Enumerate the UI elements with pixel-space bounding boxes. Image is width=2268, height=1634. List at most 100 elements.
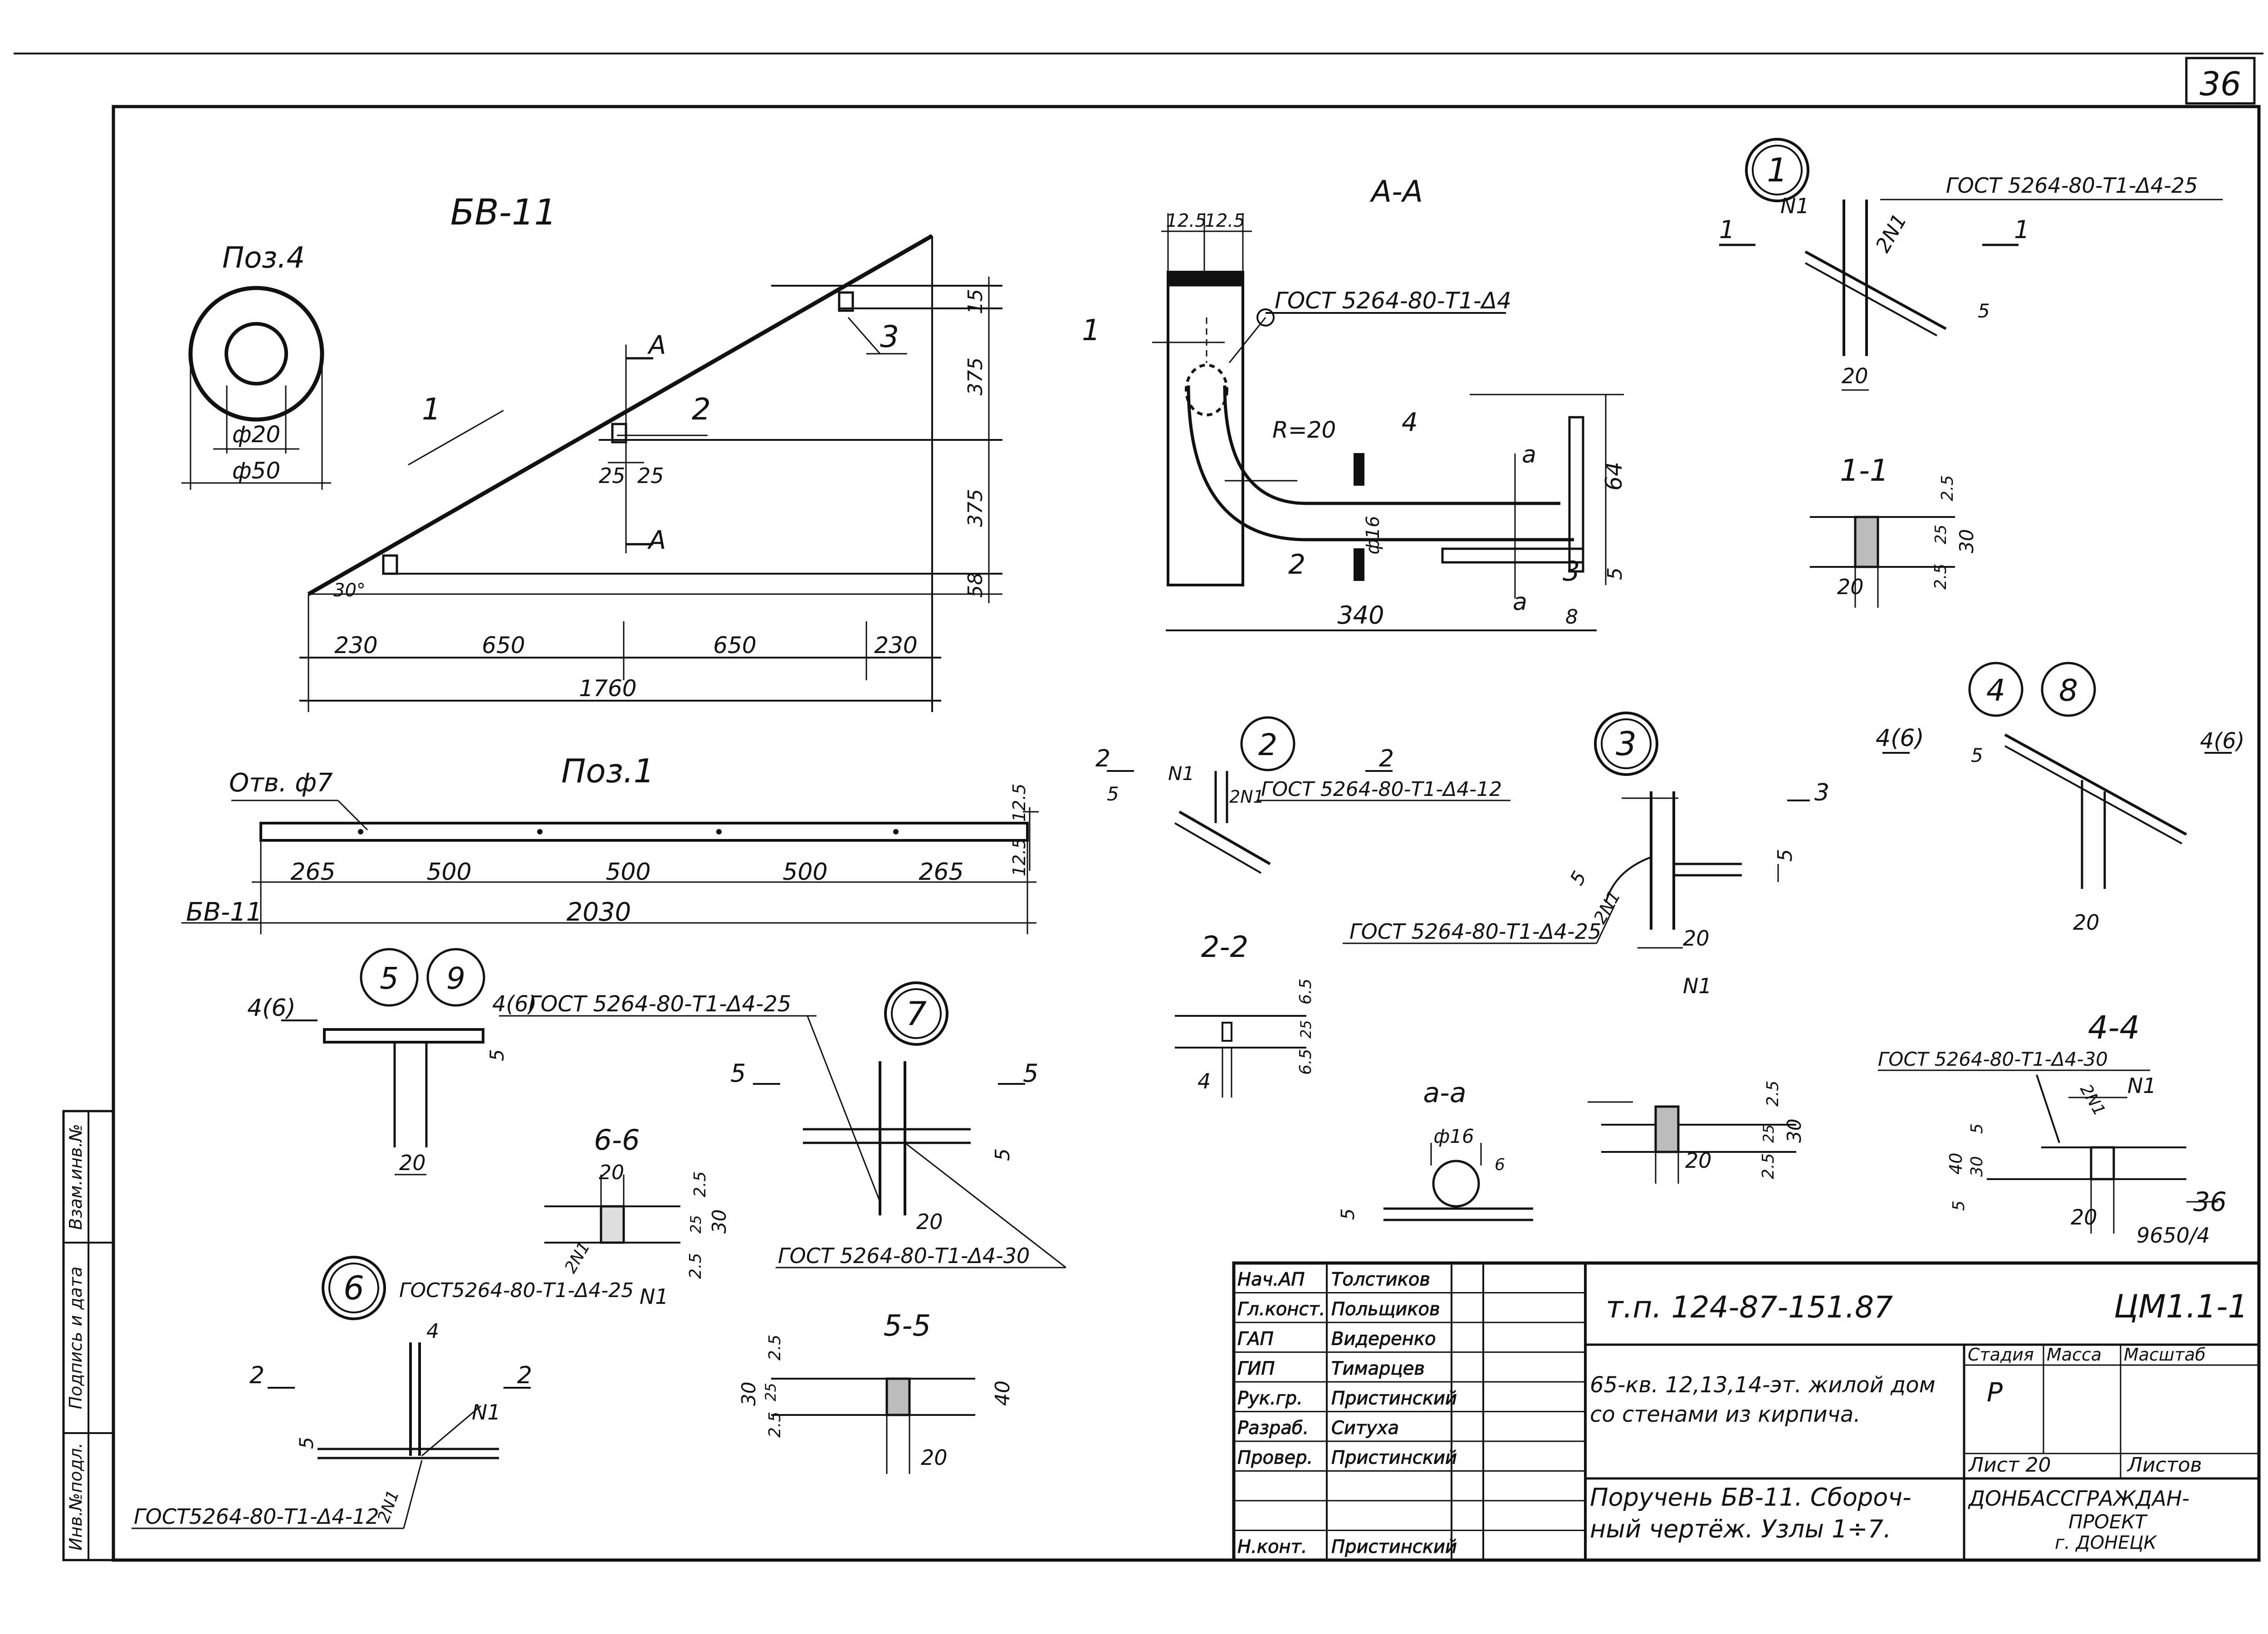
- section-a-a-small: а-а ф16 6 5: [1338, 1077, 1533, 1221]
- sec-66-part: N1: [640, 1284, 669, 1309]
- vert-dim-375-top: 375: [964, 357, 987, 395]
- ring-title: Поз.4: [222, 241, 305, 275]
- title-block-role: Разраб.: [1237, 1418, 1309, 1439]
- title-block-role: Рук.гр.: [1237, 1388, 1303, 1409]
- sec-22-d3: 6.5: [1296, 1049, 1315, 1075]
- title-block-name: Тимарцев: [1331, 1358, 1425, 1379]
- node-48-dim: 5: [1971, 744, 1983, 766]
- sheet-code: ЦМ1.1-1: [2114, 1288, 2248, 1325]
- frame: [14, 53, 2263, 1562]
- title-block-name: Толстиков: [1331, 1269, 1430, 1290]
- section-aa-title: А-А: [1369, 174, 1423, 209]
- sec-22-d2: 25: [1297, 1020, 1315, 1039]
- plate-dim-3: 500: [606, 858, 650, 886]
- sec-44-d30: 30: [1968, 1156, 1986, 1177]
- plate-hole-note: Отв. ф7: [229, 768, 333, 798]
- title-block-name: Польщиков: [1331, 1299, 1440, 1320]
- node-48-cut-left: 4(6): [1876, 725, 1924, 752]
- node-6-top: 4: [426, 1320, 439, 1343]
- node-2-cut-right: 2: [1379, 745, 1394, 772]
- horiz-dim-2: 650: [482, 632, 525, 658]
- sec-44-d5: 5: [1968, 1123, 1986, 1134]
- aa-label-1: 1: [1082, 314, 1100, 347]
- node-5-9: 5 9 4(6) 4(6) ГОСТ 5264-80-Т1-Δ4-25 5 20: [247, 948, 881, 1202]
- node-6-dim: 5: [295, 1437, 318, 1449]
- sec-11-geometry: [1810, 516, 1955, 608]
- node-3-geometry: [1343, 791, 1810, 949]
- aa-label-2: 2: [1288, 549, 1305, 580]
- node-2-cut-left: 2: [1095, 745, 1110, 772]
- sec-22-w: 4: [1198, 1069, 1211, 1093]
- title-block-name: Пристинский: [1331, 1536, 1457, 1557]
- ring-inner-dim: ф20: [232, 421, 280, 448]
- sec-44-mark9650: 9650/4: [2136, 1223, 2210, 1248]
- plate-view: Поз.1 Отв. ф7 265 500 500 500 265 2030 Б…: [181, 752, 1039, 934]
- plate-dim-1: 265: [290, 858, 335, 886]
- node-1-gap: 5: [1978, 300, 1990, 322]
- drawing-title-2: ный чертёж. Узлы 1÷7.: [1590, 1515, 1891, 1543]
- sec-44-geometry: [1878, 1069, 2218, 1234]
- node-2-weld: ГОСТ 5264-80-Т1-Δ4-12: [1261, 778, 1502, 801]
- node-1-geometry: [1719, 199, 2223, 391]
- plate-dim-4: 500: [782, 858, 827, 886]
- horiz-dim-total: 1760: [579, 675, 636, 702]
- plate-dim-5: 265: [919, 858, 963, 886]
- node-2-geometry: [1107, 770, 1510, 874]
- section-mark-top: А: [647, 331, 666, 360]
- sec-33-w: 20: [1685, 1148, 1712, 1173]
- node-48-num-4: 4: [1986, 673, 2005, 708]
- plate-title: Поз.1: [561, 752, 654, 790]
- sec-55-geometry: [771, 1377, 975, 1474]
- vert-dim-58: 58: [964, 572, 987, 598]
- node-3-cut: 3: [1814, 779, 1829, 806]
- aa-weld-note: ГОСТ 5264-80-Т1-Δ4: [1275, 288, 1511, 314]
- sec-44-d5b: 5: [1950, 1200, 1968, 1211]
- sec-33-geometry: [1588, 1101, 1796, 1184]
- node-3-w: 20: [1683, 926, 1710, 951]
- section-mark-bottom: А: [647, 526, 666, 555]
- node-6-weld: ГОСТ5264-80-Т1-Δ4-12: [134, 1504, 379, 1529]
- sec-11-title: 1-1: [1840, 453, 1889, 488]
- node-2-leg: 2N1: [1229, 787, 1264, 807]
- aa-end-dim: 8: [1565, 605, 1578, 629]
- pos-label-1: 1: [422, 392, 441, 427]
- plate-mark: БВ-11: [186, 897, 262, 927]
- node-48-cut-right: 4(6): [2200, 728, 2245, 754]
- title-block-role: Нач.АП: [1237, 1269, 1305, 1290]
- node-59-w: 20: [399, 1151, 426, 1175]
- node-1-weld: ГОСТ 5264-80-Т1-Δ4-25: [1946, 173, 2198, 198]
- plate-holes: [358, 829, 899, 834]
- node-59-num-5: 5: [380, 961, 399, 996]
- sec-66-weld: ГОСТ5264-80-Т1-Δ4-25: [399, 1279, 634, 1302]
- aa-diam: ф16: [1363, 516, 1383, 554]
- section-2-2: 2-2 6.5 25 6.5 4: [1175, 931, 1315, 1097]
- vert-dim-15: 15: [964, 289, 987, 314]
- node-7: 7 5 5 5 20 ГОСТ 5264-80-Т1-Δ4-30: [730, 981, 1066, 1268]
- node-7-cut-right: 5: [1023, 1059, 1038, 1088]
- section-1-1: 1-1 20 2.5 25 2.5 30: [1810, 453, 1978, 608]
- title-block-role: Н.конт.: [1237, 1536, 1307, 1557]
- sec-55-h30: 30: [738, 1382, 760, 1406]
- sec-44-part: N1: [2127, 1073, 2156, 1098]
- node-7-w: 20: [916, 1210, 943, 1234]
- plate-total: 2030: [567, 897, 631, 927]
- sec-33-d2: 25: [1760, 1124, 1777, 1143]
- stage-value: Р: [1987, 1377, 2003, 1408]
- node-59-weld: ГОСТ 5264-80-Т1-Δ4-25: [528, 991, 791, 1017]
- sec-11-h: 30: [1955, 529, 1978, 553]
- main-view: БВ-11 Поз.4 ф20 ф50: [181, 192, 1002, 712]
- node-1-cut-right: 1: [2014, 215, 2029, 244]
- node-2: 2 2 2 N1 2N1 5 ГОСТ 5264-80-Т1-Δ4-12: [1095, 716, 1510, 874]
- sec-33-d1: 2.5: [1764, 1081, 1782, 1107]
- sec-55-d3: 2.5: [766, 1412, 784, 1438]
- node-7-geometry: [753, 1061, 1066, 1268]
- aa-label-4: 4: [1402, 408, 1418, 437]
- sheet-hdr-sheet: Лист 20: [1968, 1454, 2051, 1477]
- header-stage: Стадия: [1968, 1345, 2034, 1365]
- node-7-number: 7: [906, 995, 927, 1033]
- title-block-role: ГИП: [1237, 1358, 1275, 1379]
- node-1-width: 20: [1842, 364, 1868, 388]
- aa-radius: R=20: [1272, 417, 1336, 443]
- sec-66-geometry: [544, 1175, 680, 1244]
